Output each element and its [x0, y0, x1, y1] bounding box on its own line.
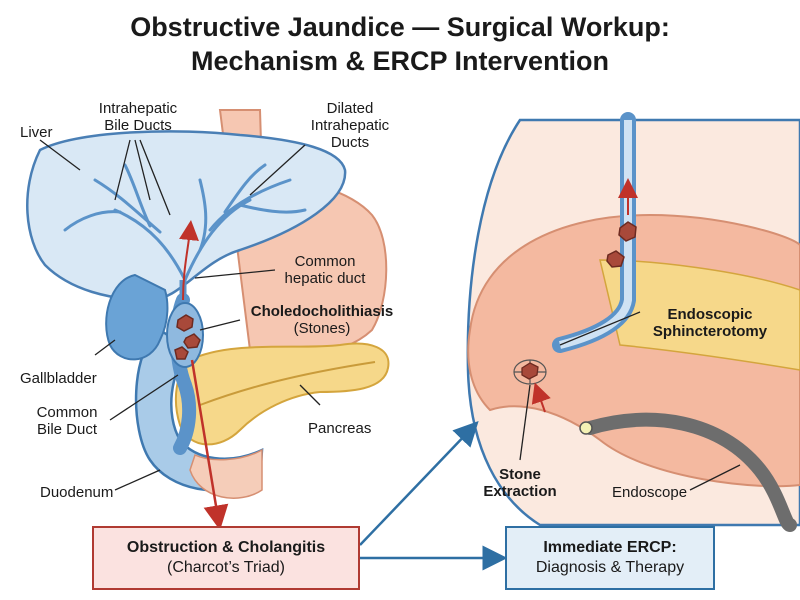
- arrow-to-ercp-panel: [359, 420, 479, 546]
- extraction-arrow: [531, 382, 551, 413]
- endoscope-tip-light: [579, 421, 593, 435]
- intrahepatic-ducts: [63, 163, 307, 282]
- duodenum-lower: [189, 448, 263, 499]
- leader-lines-left: [39, 139, 321, 491]
- basket-stone: [521, 362, 539, 380]
- stones-right: [606, 221, 637, 268]
- obstruction-box: Obstruction & Cholangitis (Charcot’s Tri…: [92, 526, 360, 590]
- obstruction-title: Obstruction & Cholangitis: [126, 539, 326, 556]
- obstruction-arrow-down: [190, 359, 229, 531]
- leader-lines-right: [519, 311, 741, 491]
- label-duodenum: Duodenum: [40, 484, 114, 501]
- flow-arrow-up: [179, 220, 199, 301]
- stones: [174, 314, 201, 360]
- label-pancreas: Pancreas: [308, 420, 372, 437]
- label-gallbladder: Gallbladder: [20, 370, 97, 387]
- pancreas-band-right: [599, 259, 800, 371]
- gallbladder-shape: [105, 273, 169, 361]
- page-title: Obstructive Jaundice — Surgical Workup:: [130, 12, 670, 42]
- endoscope-shape: [583, 412, 797, 532]
- label-endoscope: Endoscope: [612, 484, 688, 501]
- ercp-box: Immediate ERCP: Diagnosis & Therapy: [505, 526, 715, 590]
- label-choledocholithiasis: Choledocholithiasis(Stones): [250, 303, 394, 337]
- liver-shape: [26, 130, 347, 302]
- page-subtitle: Mechanism & ERCP Intervention: [190, 46, 610, 76]
- label-liver: Liver: [20, 124, 53, 141]
- ercp-subtitle: Diagnosis & Therapy: [535, 559, 685, 576]
- ercp-title: Immediate ERCP:: [543, 539, 677, 556]
- pancreatic-duct: [199, 361, 376, 406]
- obstruction-subtitle: (Charcot’s Triad): [167, 559, 285, 576]
